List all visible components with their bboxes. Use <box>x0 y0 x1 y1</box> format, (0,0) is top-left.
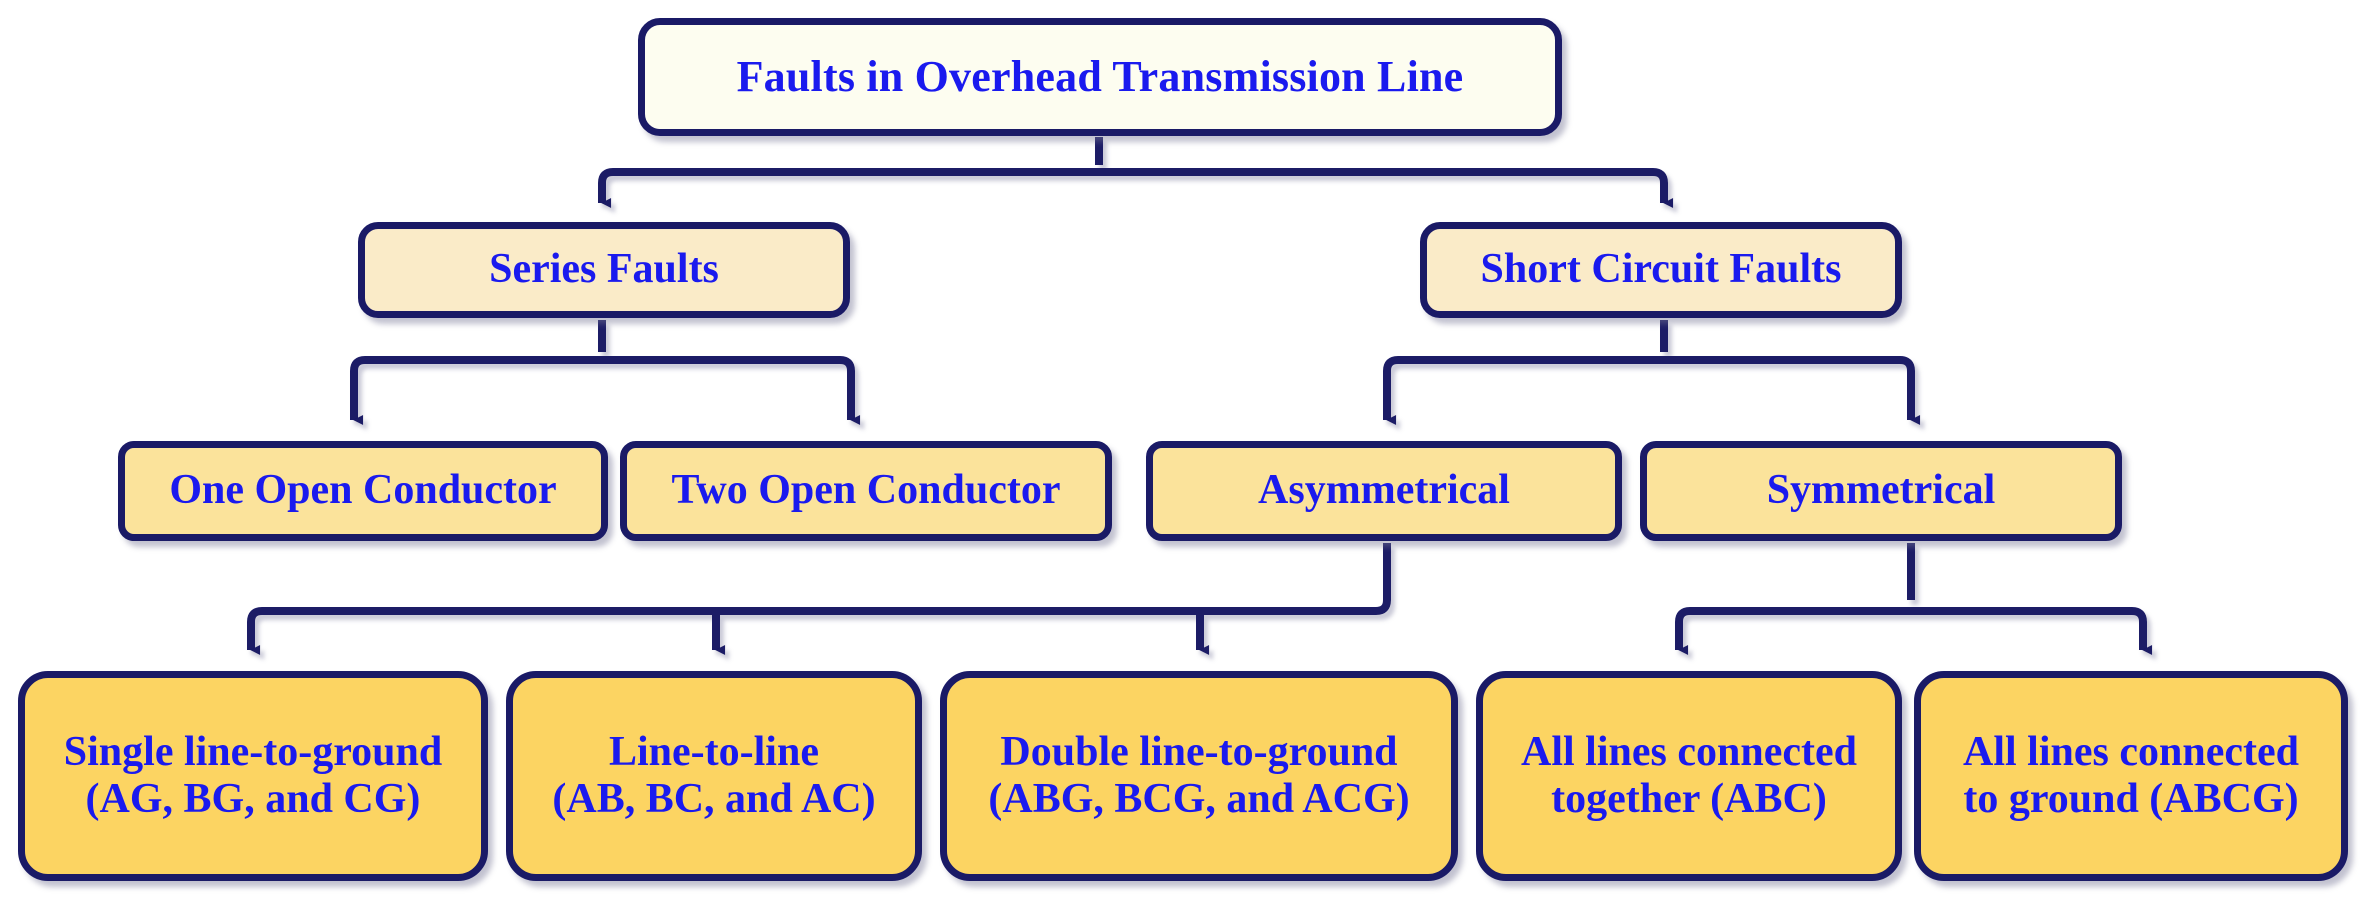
edge-asym-stem <box>262 543 1391 615</box>
node-all-lines-together-label: All lines connected together (ABC) <box>1521 728 1857 822</box>
node-line-to-line-label: Line-to-line (AB, BC, and AC) <box>552 728 876 822</box>
node-one-open-conductor-label: One Open Conductor <box>169 467 557 514</box>
edge-asym-to-single-line <box>247 607 263 655</box>
node-single-line-to-ground[interactable]: Single line-to-ground (AG, BG, and CG) <box>18 671 488 881</box>
node-root-label: Faults in Overhead Transmission Line <box>736 52 1464 102</box>
edge-short-to-asymmetrical <box>1383 356 1399 425</box>
edge-sym-to-all-together <box>1675 607 1691 655</box>
node-two-open-conductor-label: Two Open Conductor <box>671 467 1061 514</box>
node-series-faults[interactable]: Series Faults <box>358 222 850 318</box>
node-all-lines-together[interactable]: All lines connected together (ABC) <box>1476 671 1902 881</box>
node-asymmetrical-label: Asymmetrical <box>1258 467 1510 514</box>
node-line-to-line[interactable]: Line-to-line (AB, BC, and AC) <box>506 671 922 881</box>
node-asymmetrical[interactable]: Asymmetrical <box>1146 441 1622 541</box>
node-short-circuit-faults-label: Short Circuit Faults <box>1480 246 1842 293</box>
node-short-circuit-faults[interactable]: Short Circuit Faults <box>1420 222 1902 318</box>
node-series-faults-label: Series Faults <box>489 246 719 293</box>
edge-short-to-symmetrical <box>1899 356 1921 425</box>
node-all-lines-to-ground[interactable]: All lines connected to ground (ABCG) <box>1914 671 2348 881</box>
node-double-line-to-ground[interactable]: Double line-to-ground (ABG, BCG, and ACG… <box>940 671 1458 881</box>
edge-series-to-two-open <box>839 356 861 425</box>
edge-series-to-one-open <box>350 356 366 425</box>
node-all-lines-to-ground-label: All lines connected to ground (ABCG) <box>1963 728 2299 822</box>
node-symmetrical[interactable]: Symmetrical <box>1640 441 2122 541</box>
node-two-open-conductor[interactable]: Two Open Conductor <box>620 441 1112 541</box>
node-single-line-to-ground-label: Single line-to-ground (AG, BG, and CG) <box>63 728 443 822</box>
node-double-line-to-ground-label: Double line-to-ground (ABG, BCG, and ACG… <box>988 728 1410 822</box>
node-one-open-conductor[interactable]: One Open Conductor <box>118 441 608 541</box>
edge-root-to-short-circuit <box>1099 168 1674 208</box>
node-symmetrical-label: Symmetrical <box>1766 467 1996 514</box>
node-root[interactable]: Faults in Overhead Transmission Line <box>638 18 1562 136</box>
edge-sym-to-all-ground <box>2131 607 2153 655</box>
edge-root-to-series <box>598 168 1099 208</box>
